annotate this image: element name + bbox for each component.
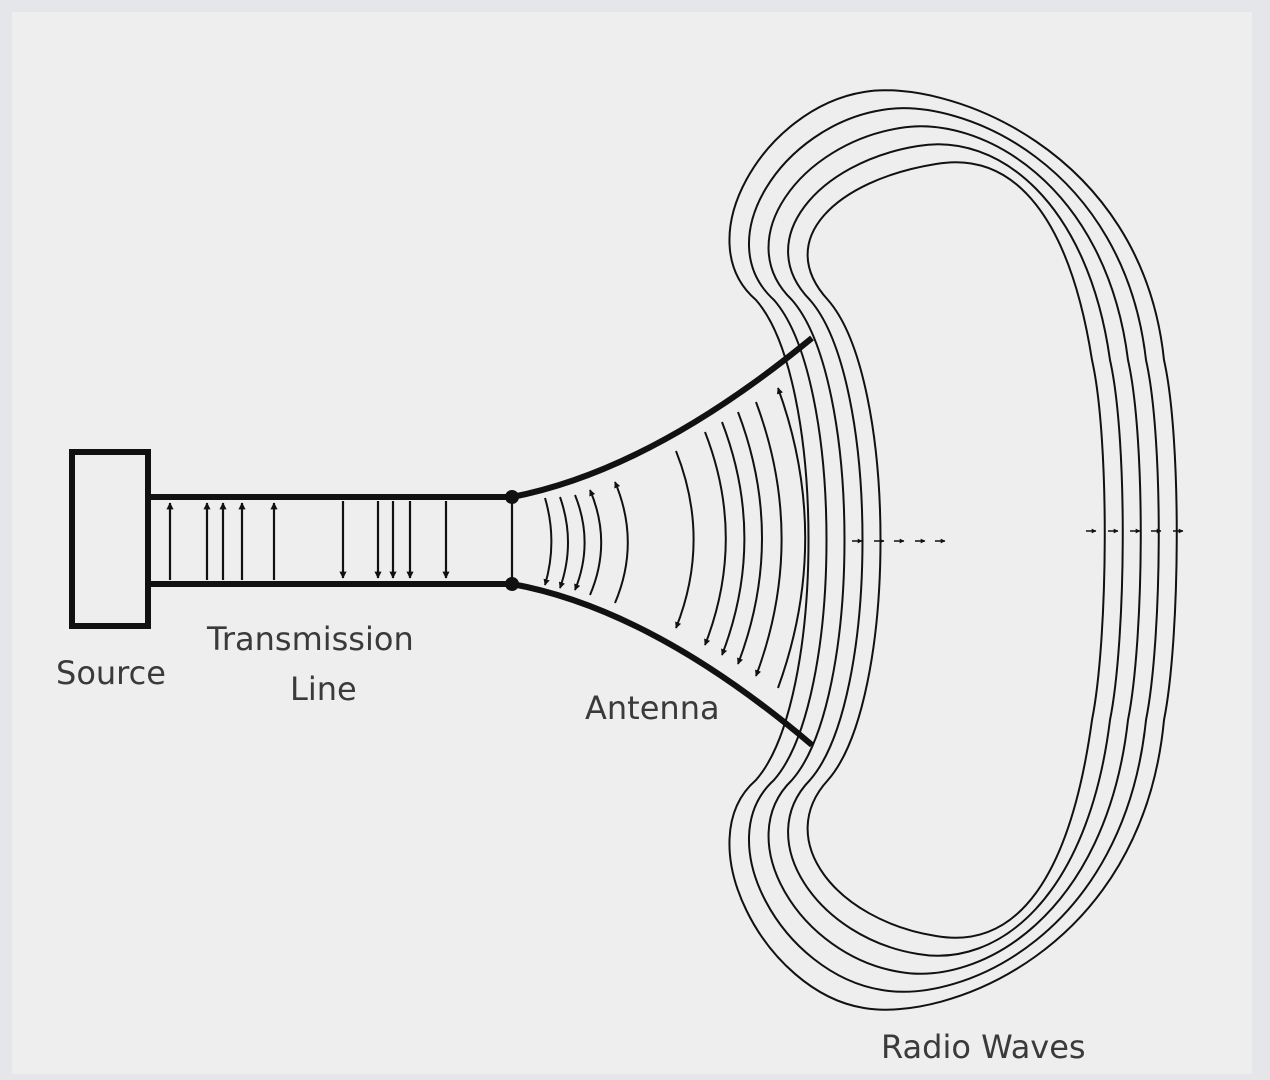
antenna-field-arrow [574,494,586,591]
antenna-bottom-arm [511,581,814,748]
source-box [69,449,151,629]
transmission-line [148,490,519,591]
source-label: Source [56,654,166,692]
radio-wave-front [787,143,1124,957]
antenna-field-arrow [737,411,763,665]
antenna-field-arrows [543,387,807,689]
antenna-field-arrow [614,481,629,604]
antenna-field-arrow [558,496,569,589]
antenna-field-arrow [776,387,807,689]
antenna-field-arrow [589,489,603,596]
radio-waves-label: Radio Waves [881,1028,1086,1066]
transmission-line-label-line2: Line [290,670,357,708]
radio-wave-fronts [728,89,1178,1011]
antenna-field-arrow [675,450,695,629]
antenna-label: Antenna [585,689,720,727]
transmission-line-label-line1: Transmission [206,620,414,658]
antenna-field-arrow [721,421,746,656]
radio-wave-arrows [852,528,1184,544]
antenna-top-arm [511,335,814,500]
transmission-line-field-arrows [166,500,514,580]
radio-wave-front [728,89,1178,1011]
radio-wave-front [767,125,1142,975]
radio-wave-front [806,161,1106,939]
diagram-panel [12,12,1252,1074]
antenna-field-arrow [543,497,553,586]
antenna [511,335,814,748]
antenna-field-arrow [755,401,783,677]
antenna-field-arrow [704,431,727,646]
radio-wave-front [747,107,1160,993]
